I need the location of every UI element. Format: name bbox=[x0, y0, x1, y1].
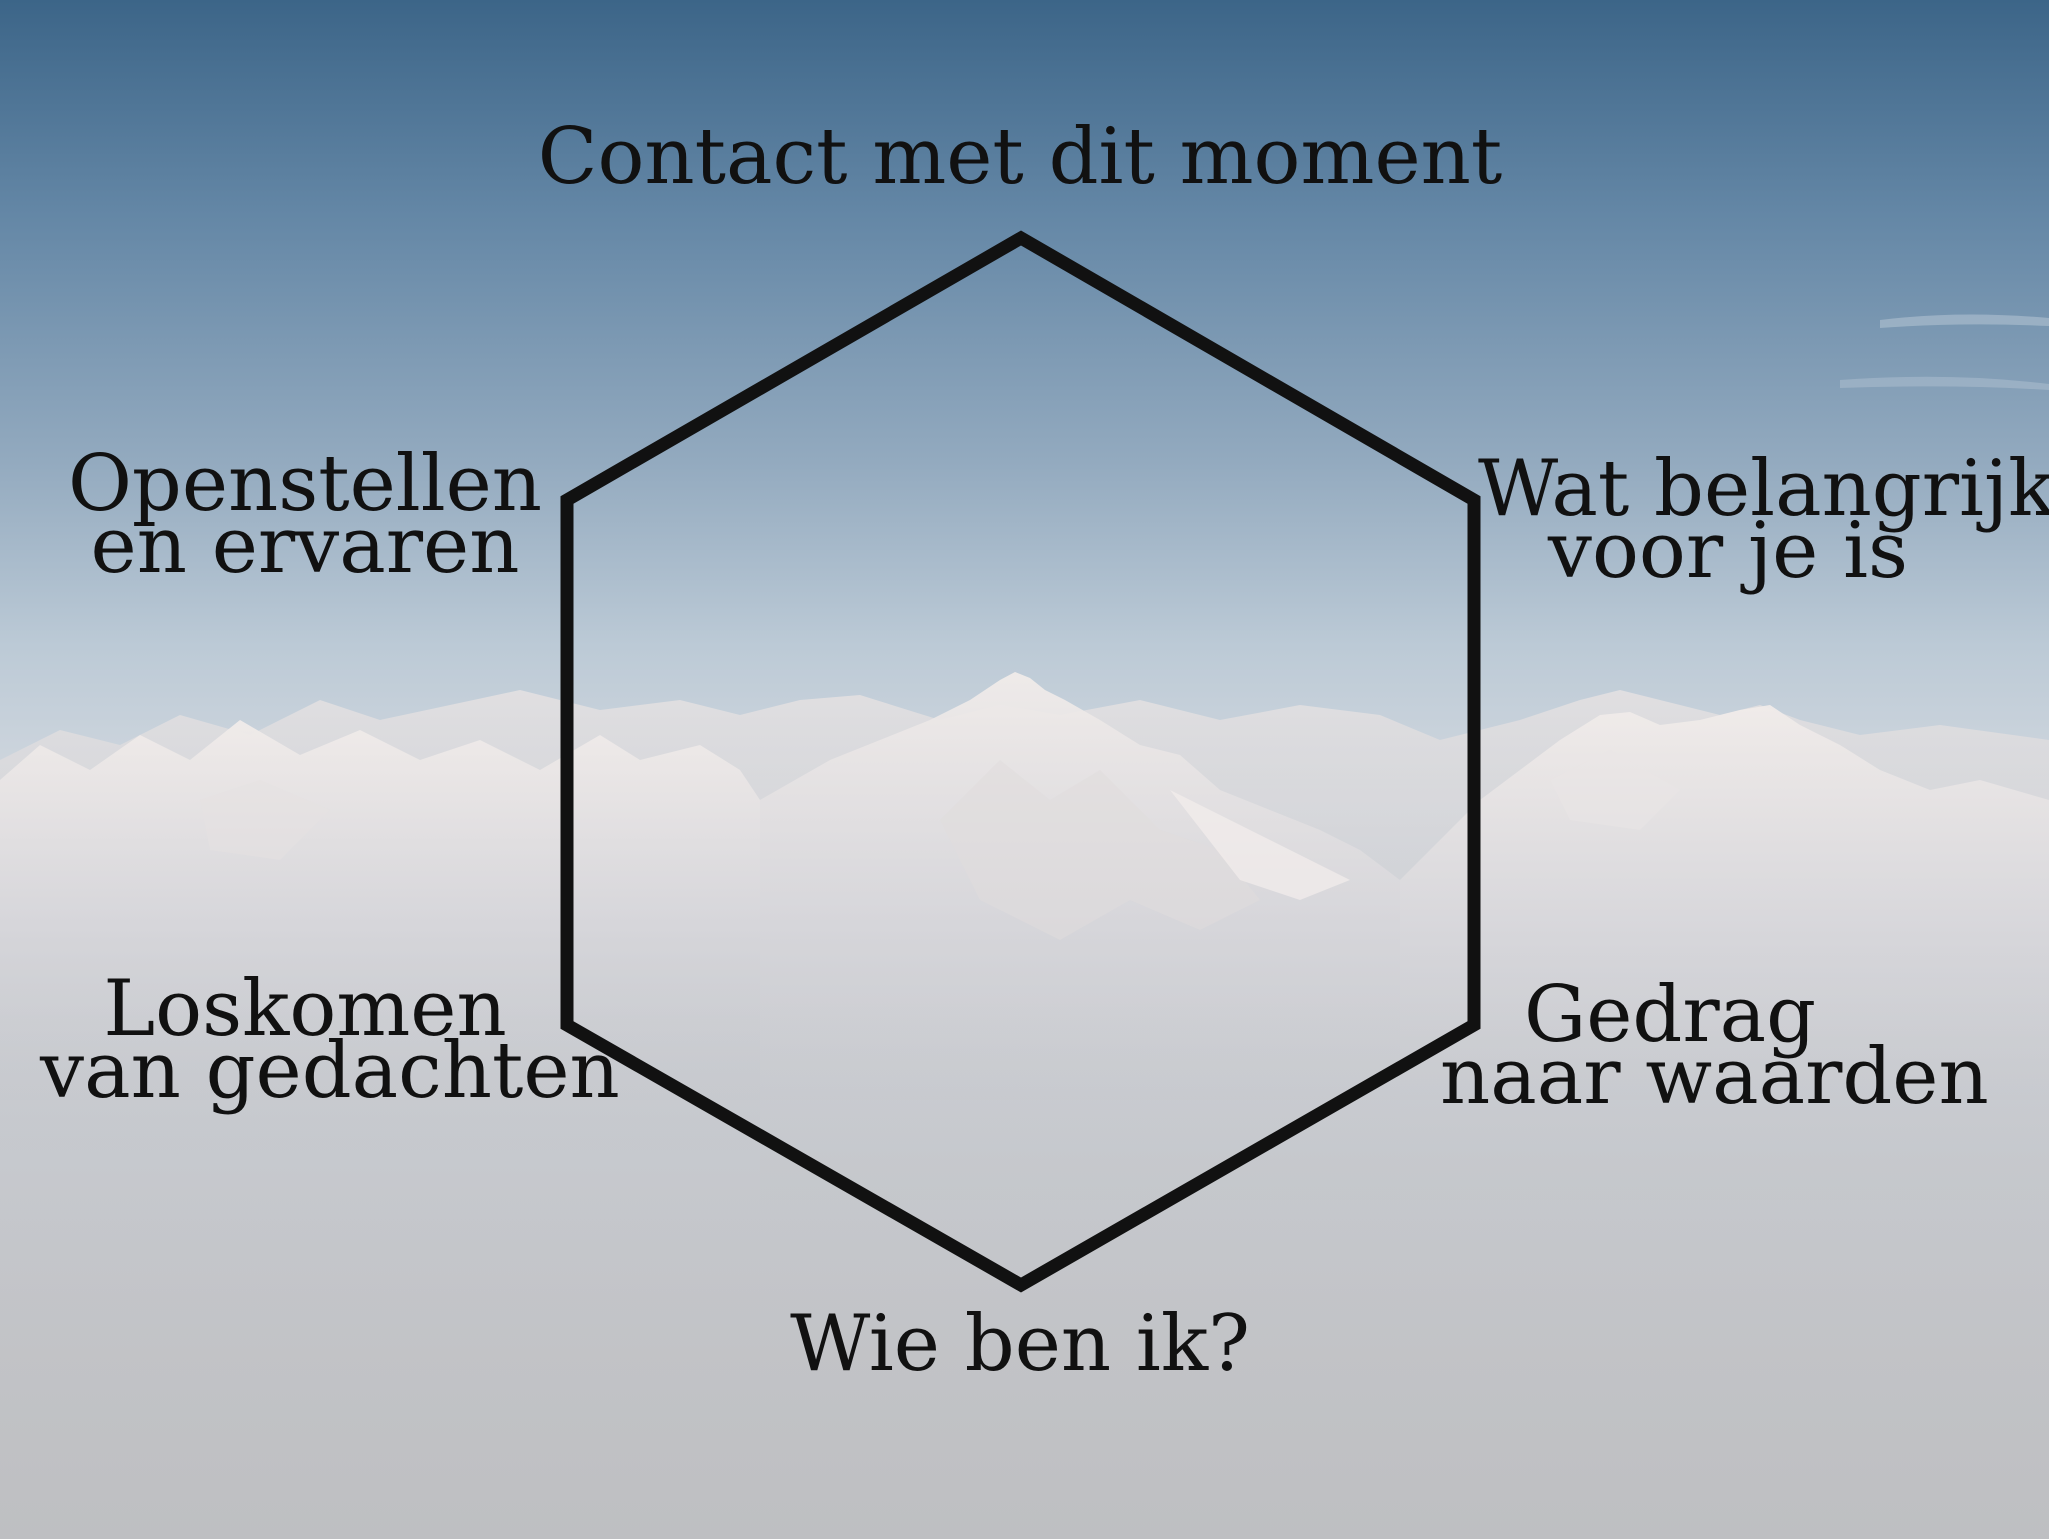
label-bottom: Wie ben ik? bbox=[720, 1299, 1320, 1389]
label-top: Contact met dit moment bbox=[520, 112, 1520, 202]
label-upper-left-line-1: Openstellen bbox=[67, 439, 543, 529]
hexagon-outline bbox=[560, 230, 1481, 1293]
label-lower-left-line-2: van gedachten bbox=[40, 1026, 620, 1116]
label-lower-right-line-2: naar waarden bbox=[1440, 1032, 1989, 1122]
label-bottom-text: Wie ben ik? bbox=[790, 1299, 1250, 1389]
label-lower-left: Loskomen van gedachten bbox=[40, 964, 620, 1116]
label-upper-left-line-2: en ervaren bbox=[90, 501, 520, 591]
label-upper-right: Wat belangrijk voor je is bbox=[1478, 444, 2049, 590]
label-upper-right-line-2: voor je is bbox=[1547, 506, 1909, 596]
label-upper-right-line-1: Wat belangrijk bbox=[1478, 444, 2049, 534]
label-top-text: Contact met dit moment bbox=[537, 112, 1503, 202]
label-lower-right-line-1: Gedrag bbox=[1523, 970, 1817, 1060]
label-lower-right: Gedrag naar waarden bbox=[1440, 976, 1989, 1122]
label-lower-left-line-1: Loskomen bbox=[103, 964, 507, 1054]
label-upper-left: Openstellen en ervaren bbox=[50, 439, 560, 591]
